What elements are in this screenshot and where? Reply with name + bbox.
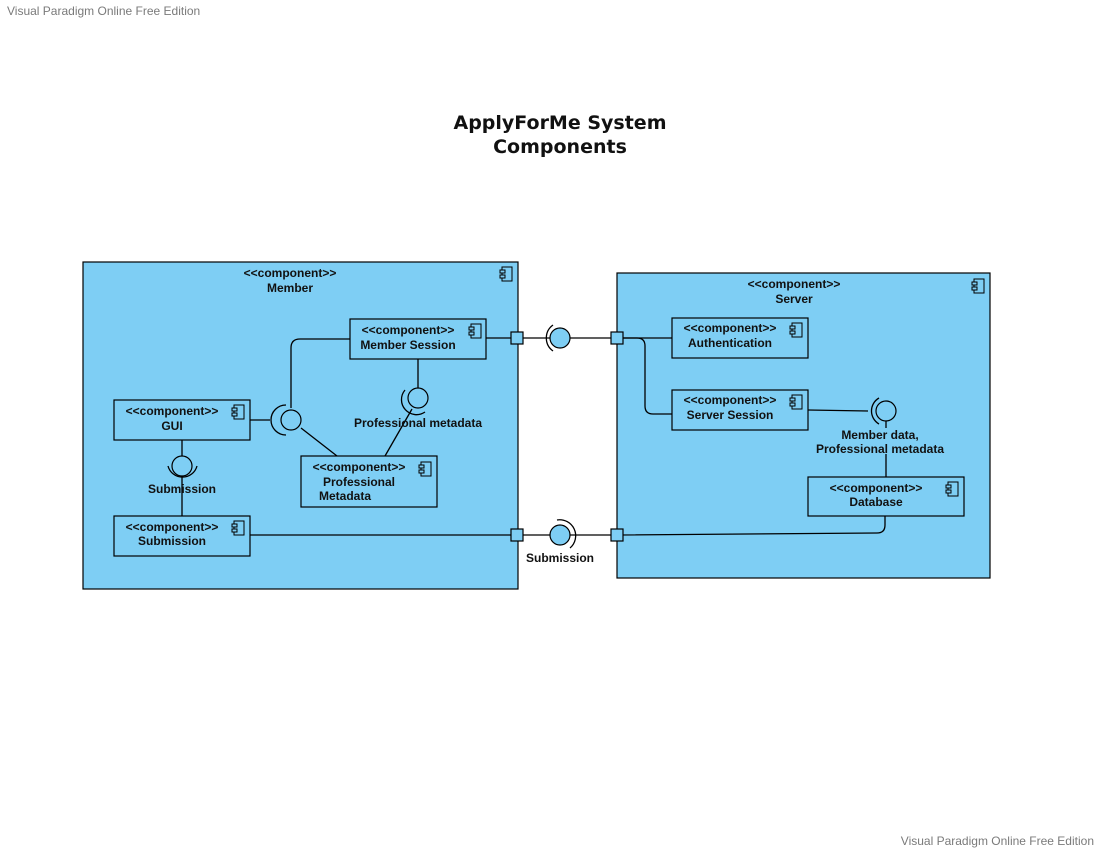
watermark-bottom: Visual Paradigm Online Free Edition: [900, 834, 1094, 848]
interface-gui-socket[interactable]: [270, 404, 302, 436]
professional-metadata-name-line-1: Professional: [323, 475, 395, 489]
member-port-bottom[interactable]: [510, 528, 524, 542]
server-name: Server: [775, 292, 813, 306]
gui-stereotype: <<component>>: [126, 404, 219, 418]
professional-metadata-stereotype: <<component>>: [313, 460, 406, 474]
ports: [510, 331, 624, 542]
component-professional-metadata[interactable]: <<component>> Professional Metadata: [300, 455, 438, 508]
diagram-title-line-1: ApplyForMe System: [453, 112, 667, 134]
submission-name: Submission: [138, 534, 206, 548]
watermark-top: Visual Paradigm Online Free Edition: [7, 4, 201, 18]
submission-stereotype: <<component>>: [126, 520, 219, 534]
diagram-title-line-2: Components: [493, 136, 627, 158]
server-component-icon: [971, 278, 985, 294]
database-icon: [945, 481, 959, 497]
authentication-name: Authentication: [688, 336, 772, 350]
server-port-bottom[interactable]: [610, 528, 624, 542]
professional-metadata-interface-label: Professional metadata: [354, 416, 482, 430]
member-session-icon: [468, 323, 482, 339]
member-session-name: Member Session: [360, 338, 455, 352]
submission-icon: [231, 520, 245, 536]
member-component-icon: [499, 266, 513, 282]
submission-external-interface-label: Submission: [526, 551, 594, 565]
member-data-interface-label-line-1: Member data,: [841, 428, 918, 442]
gui-name: GUI: [161, 419, 182, 433]
member-data-interface-label-line-2: Professional metadata: [816, 442, 944, 456]
component-database[interactable]: <<component>> Database: [807, 476, 965, 517]
component-authentication[interactable]: <<component>> Authentication: [671, 317, 809, 359]
component-submission[interactable]: <<component>> Submission: [113, 515, 251, 557]
server-stereotype: <<component>>: [748, 277, 841, 291]
interface-submission-external[interactable]: [549, 519, 577, 549]
server-session-icon: [789, 394, 803, 410]
component-member-session[interactable]: <<component>> Member Session: [349, 318, 487, 360]
authentication-stereotype: <<component>>: [684, 321, 777, 335]
member-port-top[interactable]: [510, 331, 524, 345]
database-stereotype: <<component>>: [830, 481, 923, 495]
server-session-name: Server Session: [687, 408, 774, 422]
database-name: Database: [849, 495, 903, 509]
member-name: Member: [267, 281, 313, 295]
interface-external-top[interactable]: [545, 324, 571, 352]
component-gui[interactable]: <<component>> GUI: [113, 399, 251, 441]
interface-member-data[interactable]: Member data, Professional metadata: [816, 397, 944, 456]
server-port-top[interactable]: [610, 331, 624, 345]
member-session-stereotype: <<component>>: [362, 323, 455, 337]
interface-professional-metadata[interactable]: Professional metadata: [354, 387, 482, 430]
professional-metadata-icon: [418, 461, 432, 477]
interface-submission-internal[interactable]: Submission: [148, 455, 216, 496]
component-server-session[interactable]: <<component>> Server Session: [671, 389, 809, 431]
server-session-stereotype: <<component>>: [684, 393, 777, 407]
professional-metadata-name-line-2: Metadata: [319, 489, 371, 503]
submission-internal-interface-label: Submission: [148, 482, 216, 496]
authentication-icon: [789, 322, 803, 338]
gui-icon: [231, 404, 245, 420]
member-stereotype: <<component>>: [244, 266, 337, 280]
